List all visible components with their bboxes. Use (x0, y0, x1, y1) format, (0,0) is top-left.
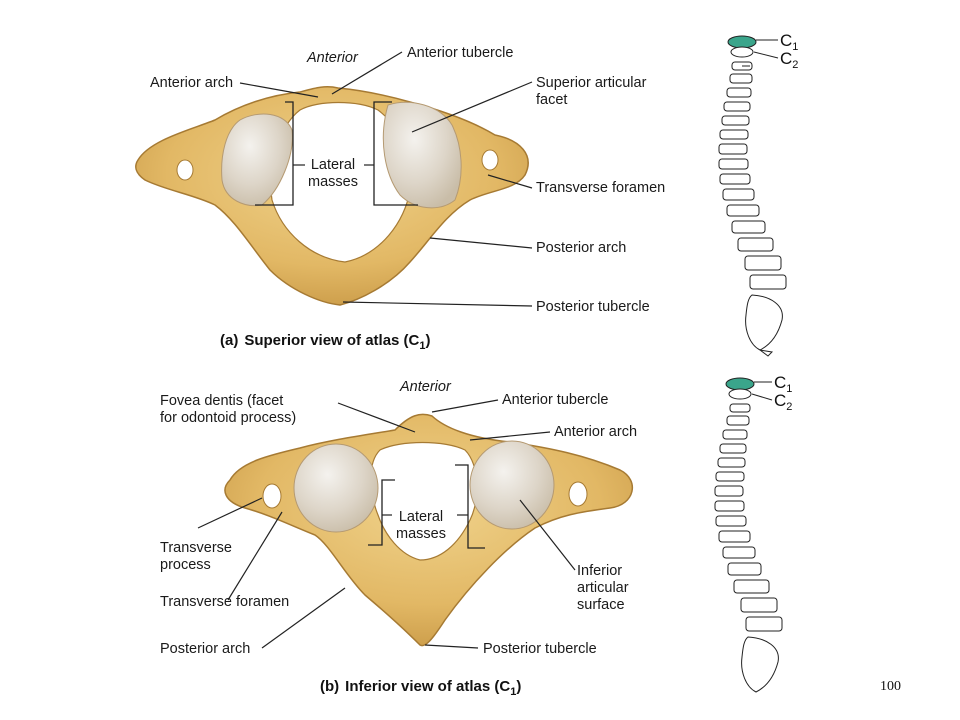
label-a-transverse-foramen: Transverse foramen (536, 180, 666, 196)
atlas-a-left-bracket (255, 101, 294, 206)
label-b-lateral-masses: Lateral masses (396, 509, 446, 542)
label-b-posterior-arch: Posterior arch (160, 641, 251, 657)
label-a-superior-facet: Superior articular facet (536, 75, 647, 108)
label-a-anterior-tubercle: Anterior tubercle (407, 45, 514, 61)
atlas-b-right-facet (469, 440, 555, 530)
spine-top-c1-label: C1 (780, 31, 799, 53)
atlas-b-left-foramen (262, 483, 282, 509)
spine-bottom-c2-label: C2 (774, 391, 793, 413)
spine-diagram-bottom (714, 377, 783, 693)
atlas-b-left-bracket (368, 479, 395, 546)
caption-a: (a)Superior view of atlas (C1) (220, 332, 431, 352)
label-b-inferior-surface: Inferior articular surface (577, 563, 629, 613)
atlas-b-right-foramen (568, 481, 588, 507)
atlas-inferior-view (197, 399, 634, 649)
caption-b: (b)Inferior view of atlas (C1) (320, 678, 522, 698)
label-b-transverse-process: Transverse process (160, 540, 232, 573)
label-a-posterior-tubercle: Posterior tubercle (536, 299, 650, 315)
label-a-anterior: Anterior (307, 50, 358, 66)
spine-bottom-c2-leader (751, 393, 773, 401)
atlas-b-leader-lines (197, 399, 576, 649)
atlas-a-leader-lines (239, 51, 533, 307)
spine-top-c1-highlight (727, 35, 757, 49)
atlas-a-right-foramen (481, 149, 499, 171)
spine-top-c2-label: C2 (780, 49, 799, 71)
page-number: 100 (880, 679, 901, 694)
atlas-a-right-facet (382, 101, 462, 209)
label-b-anterior: Anterior (400, 379, 451, 395)
spine-top-c2-leader (753, 51, 779, 59)
label-b-anterior-arch: Anterior arch (554, 424, 638, 440)
spine-bottom-c1-label: C1 (774, 373, 793, 395)
label-b-anterior-tubercle: Anterior tubercle (502, 392, 609, 408)
label-a-lateral-masses: Lateral masses (308, 157, 358, 190)
label-a-anterior-arch: Anterior arch (150, 75, 234, 91)
label-a-posterior-arch: Posterior arch (536, 240, 627, 256)
atlas-superior-view (135, 51, 533, 307)
label-b-fovea-dentis: Fovea dentis (facet for odontoid process… (160, 393, 297, 426)
atlas-a-right-bracket (373, 101, 418, 206)
label-b-posterior-tubercle: Posterior tubercle (483, 641, 597, 657)
atlas-b-left-facet (293, 443, 379, 533)
atlas-b-foramen (370, 441, 478, 561)
label-b-transverse-foramen: Transverse foramen (160, 594, 290, 610)
atlas-a-left-foramen (176, 159, 194, 181)
spine-bottom-c1-highlight (725, 377, 755, 391)
atlas-b-right-bracket (455, 464, 485, 549)
spine-diagram-top (718, 35, 787, 357)
